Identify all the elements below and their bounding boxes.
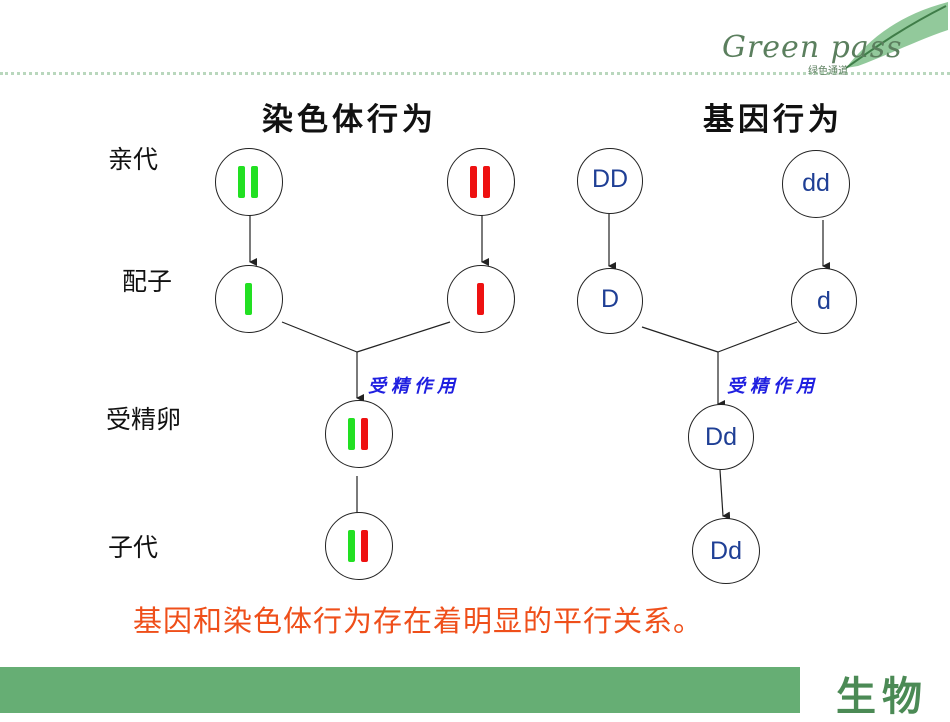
subject-label: 生物 (836, 673, 928, 720)
row-label-parent: 亲代 (108, 145, 159, 174)
header-divider (0, 72, 950, 75)
chromosome-heading: 染色体行为 (262, 102, 437, 138)
paternal-chromosome (477, 283, 484, 315)
paternal-chromosome (483, 166, 490, 198)
maternal-chromosome (245, 283, 252, 315)
offspring-cell (325, 512, 393, 580)
maternal-chromosome (251, 166, 258, 198)
gene-gamete-right: d (791, 268, 857, 334)
gene-label: d (817, 287, 831, 315)
gamete-cell-right (447, 265, 515, 333)
row-label-gamete: 配子 (122, 267, 173, 296)
gene-label: Dd (705, 423, 737, 451)
gene-label: Dd (710, 537, 742, 565)
gamete-cell-left (215, 265, 283, 333)
paternal-chromosome (361, 530, 368, 562)
paternal-chromosome (470, 166, 477, 198)
feather-icon (845, 2, 948, 69)
gene-parent-left: DD (577, 148, 643, 214)
fertilization-label-left: 受精作用 (368, 376, 460, 397)
maternal-chromosome (238, 166, 245, 198)
gene-label: DD (591, 165, 629, 193)
footer-band (0, 667, 800, 713)
maternal-chromosome (348, 530, 355, 562)
gene-label: dd (802, 169, 830, 197)
paternal-chromosome (361, 418, 368, 450)
gene-parent-right: dd (782, 150, 850, 218)
gene-label: D (600, 285, 620, 313)
gene-zygote: Dd (688, 404, 754, 470)
gene-offspring: Dd (692, 518, 760, 584)
conclusion-text: 基因和染色体行为存在着明显的平行关系。 (133, 604, 704, 638)
fertilization-label-right: 受精作用 (727, 376, 819, 397)
row-label-zygote: 受精卵 (106, 405, 182, 434)
logo-text: Green pass (722, 30, 903, 65)
parent-cell-left (215, 148, 283, 216)
maternal-chromosome (348, 418, 355, 450)
gene-heading: 基因行为 (703, 102, 843, 138)
parent-cell-right (447, 148, 515, 216)
gene-gamete-left: D (577, 268, 643, 334)
logo-subtitle: 绿色通道 (808, 66, 848, 77)
zygote-cell (325, 400, 393, 468)
row-label-offspring: 子代 (108, 533, 159, 562)
